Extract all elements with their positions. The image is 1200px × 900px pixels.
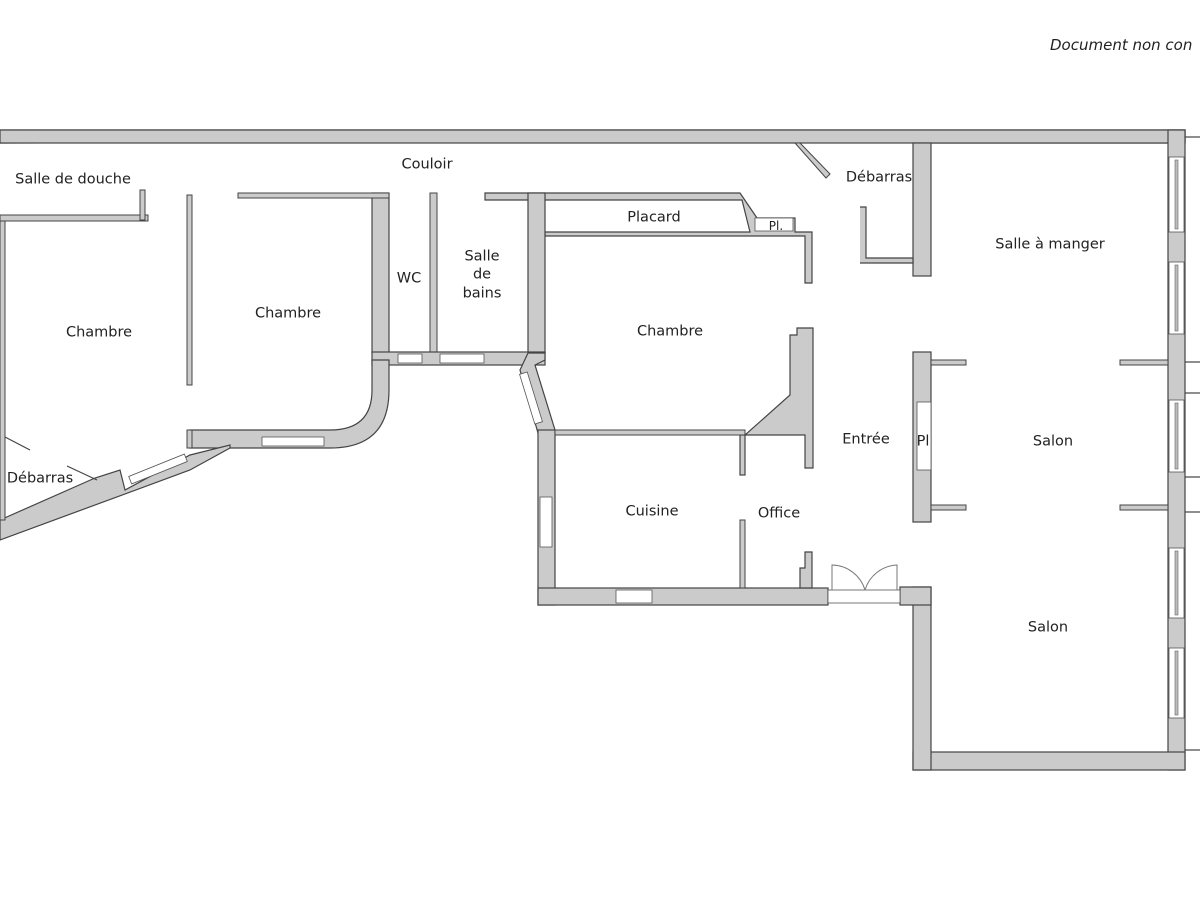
room-label-salon-upper: Salon: [1032, 433, 1074, 450]
room-label-placard-small: Pl.: [768, 218, 784, 233]
room-label-entree-placard: Pl: [916, 433, 930, 450]
room-label-salle-de-bains-2: de: [472, 266, 492, 283]
room-label-salon-lower: Salon: [1027, 619, 1069, 636]
wall-salon-left: [912, 586, 932, 771]
room-label-salle-de-bains-1: Salle: [464, 248, 500, 265]
room-label-debarras-left: Débarras: [6, 470, 74, 487]
wall-top-main: [0, 129, 1186, 144]
room-label-office: Office: [757, 505, 801, 522]
room-label-placard: Placard: [627, 209, 681, 226]
room-label-cuisine: Cuisine: [625, 503, 679, 520]
room-label-debarras-top: Débarras: [845, 169, 913, 186]
room-label-salle-de-douche: Salle de douche: [15, 171, 131, 188]
room-label-chambre-middle: Chambre: [254, 305, 322, 322]
room-label-chambre-center: Chambre: [636, 323, 704, 340]
right-windows: [1168, 156, 1185, 719]
room-label-wc: WC: [396, 270, 422, 287]
room-label-entree: Entrée: [842, 431, 890, 448]
room-label-chambre-left: Chambre: [65, 324, 133, 341]
room-label-salle-de-bains-3: bains: [462, 285, 502, 302]
disclaimer-text: Document non con: [1050, 36, 1193, 54]
room-label-couloir: Couloir: [401, 156, 453, 173]
wall-salon-bottom: [912, 751, 1186, 771]
room-label-salle-a-manger: Salle à manger: [995, 236, 1105, 253]
wall-debarras-right: [912, 142, 932, 277]
